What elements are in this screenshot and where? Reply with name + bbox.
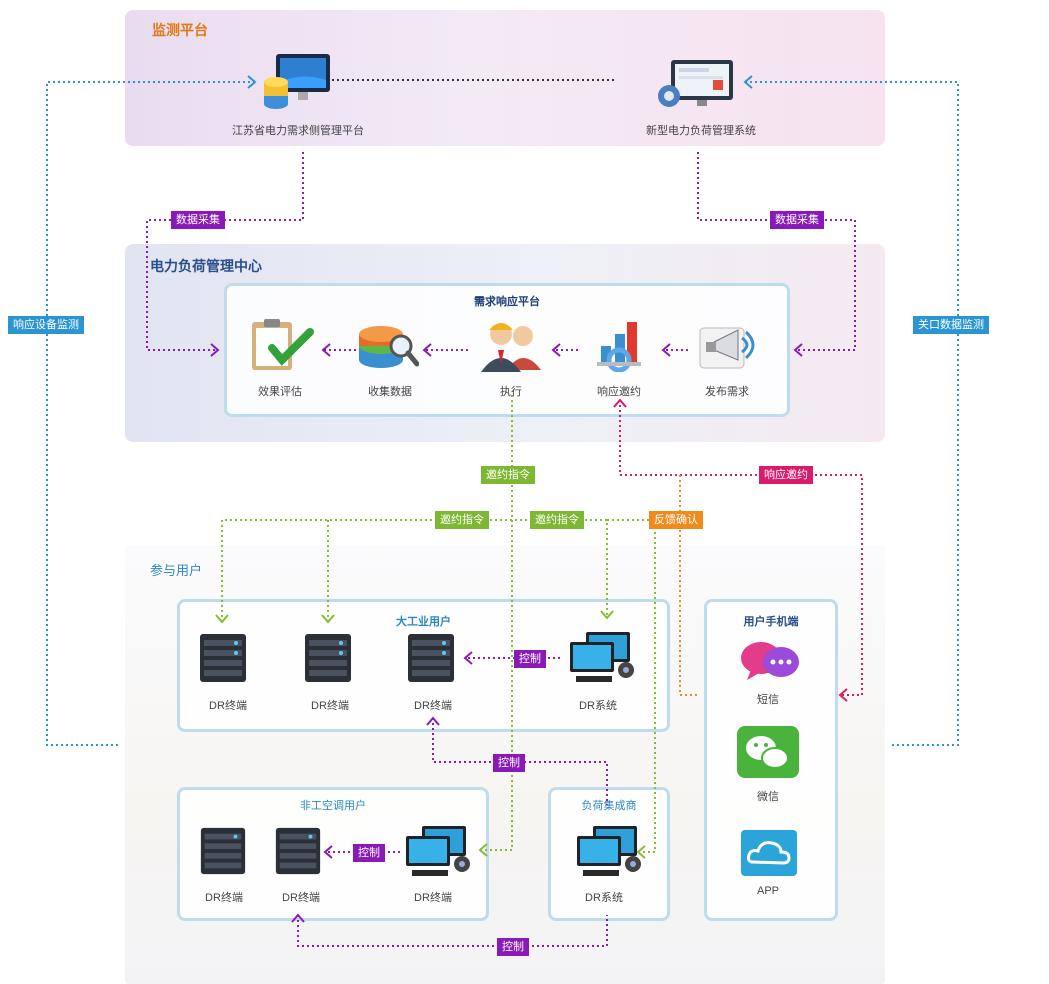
aggregator-title: 负荷集成商 — [581, 800, 637, 812]
control-tag: 控制 — [497, 938, 529, 956]
server-icon — [200, 634, 246, 682]
dr-terminal-label: DR终端 — [209, 700, 247, 712]
mobile-wechat-label: 微信 — [757, 791, 779, 803]
invite-command-tag: 邀约指令 — [435, 511, 489, 529]
control-tag: 控制 — [353, 844, 385, 862]
dr-terminal-label: DR终端 — [414, 700, 452, 712]
control-tag: 控制 — [493, 754, 525, 772]
step-label-publish: 发布需求 — [705, 386, 749, 398]
step-label-execute: 执行 — [500, 386, 522, 398]
response-device-monitor-tag: 响应设备监测 — [8, 316, 84, 334]
demand-response-platform-box — [224, 283, 790, 417]
people-execute-icon — [481, 323, 541, 372]
invite-command-tag: 邀约指令 — [481, 466, 535, 484]
participating-users-title: 参与用户 — [150, 563, 203, 578]
mobile-app-label: APP — [756, 885, 780, 897]
load-management-system-label: 新型电力负荷管理系统 — [646, 125, 756, 137]
dsm-platform-icon — [264, 54, 330, 109]
step-label-respond: 响应邀约 — [597, 386, 641, 398]
step-label-collect: 收集数据 — [368, 386, 412, 398]
data-collect-tag-right: 数据采集 — [770, 211, 824, 229]
server-icon — [408, 634, 454, 682]
feedback-confirm-tag: 反馈确认 — [649, 511, 703, 529]
dr-system-computer-icon — [577, 826, 641, 876]
server-icon — [275, 827, 321, 875]
response-invite-tag: 响应邀约 — [759, 466, 813, 484]
dr-terminal-label: DR终端 — [282, 892, 320, 904]
invite-command-tag: 邀约指令 — [530, 511, 584, 529]
clipboard-check-icon — [252, 319, 314, 370]
dr-terminal-label: DR终端 — [205, 892, 243, 904]
response-chart-icon — [597, 322, 641, 372]
load-center-title: 电力负荷管理中心 — [150, 258, 262, 274]
wechat-icon — [737, 726, 799, 778]
non-industry-title: 非工空调用户 — [300, 800, 366, 812]
dr-system-computer-icon — [570, 632, 634, 682]
data-collection-icon — [359, 326, 419, 368]
aggregator-dr-system-label: DR系统 — [585, 892, 623, 904]
demand-response-platform-title: 需求响应平台 — [474, 296, 540, 308]
big-industry-title: 大工业用户 — [396, 616, 451, 628]
dsm-platform-label: 江苏省电力需求侧管理平台 — [232, 125, 364, 137]
control-tag: 控制 — [514, 650, 546, 668]
mobile-title: 用户手机端 — [743, 616, 799, 628]
app-cloud-icon — [741, 830, 797, 876]
data-collect-tag-left: 数据采集 — [171, 211, 225, 229]
load-management-system-icon — [658, 60, 733, 107]
dr-terminal-label: DR终端 — [414, 892, 452, 904]
server-icon — [305, 634, 351, 682]
gateway-data-monitor-tag: 关口数据监测 — [913, 316, 989, 334]
megaphone-publish-icon — [699, 327, 755, 369]
sms-chat-bubbles-icon — [741, 642, 799, 680]
server-icon — [200, 827, 246, 875]
computer-icon — [406, 826, 470, 876]
mobile-sms-label: 短信 — [757, 694, 779, 706]
dr-terminal-label: DR终端 — [311, 700, 349, 712]
monitor-platform-title: 监测平台 — [152, 22, 208, 38]
step-label-evaluate: 效果评估 — [258, 386, 302, 398]
dr-system-label: DR系统 — [579, 700, 617, 712]
